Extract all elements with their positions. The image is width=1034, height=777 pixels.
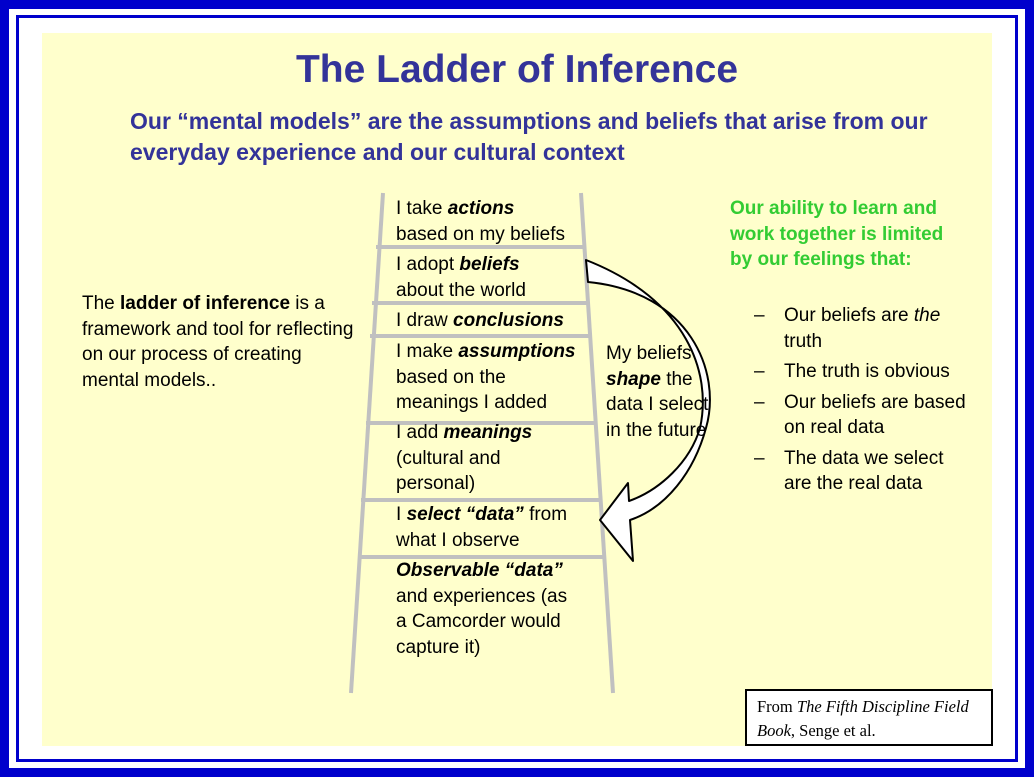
rung-text-line: a Camcorder would	[396, 611, 561, 632]
description-pre: The	[82, 293, 121, 314]
rung-beliefs: I adopt beliefs about the world	[396, 252, 526, 303]
rung-meanings: I add meanings (cultural and personal)	[396, 420, 532, 497]
list-item: – The truth is obvious	[754, 359, 974, 385]
rung-text-post: from	[523, 504, 568, 525]
rung-text-em: Observable “data”	[396, 560, 563, 581]
note-line: data I select	[606, 394, 709, 415]
note-line: in the future	[606, 419, 707, 441]
item-text: Our beliefs are	[784, 305, 914, 326]
source-post: , Senge et al.	[790, 721, 876, 740]
page-title: The Ladder of Inference	[295, 48, 739, 91]
source-pre: From	[757, 697, 797, 716]
rung-text-line: meanings I added	[396, 392, 548, 413]
list-item: – The data we select are the real data	[754, 446, 974, 497]
rung-text-line: what I observe	[396, 529, 520, 551]
item-text: The data we select are the real data	[784, 447, 944, 495]
feelings-list: – Our beliefs are the truth – The truth …	[754, 303, 974, 502]
list-item: – Our beliefs are based on real data	[754, 390, 974, 441]
bullet-dash: –	[754, 361, 765, 382]
loop-arrow	[585, 259, 711, 562]
rung-text-pre: I take	[396, 198, 448, 219]
content-panel	[42, 33, 992, 746]
loop-note: My beliefs shape the data I select in th…	[606, 341, 736, 443]
note-line: My beliefs	[606, 343, 692, 364]
source-title: The Fifth Discipline Field Book	[757, 697, 969, 740]
ladder-rail-right	[579, 192, 615, 694]
rung-text-line: personal)	[396, 473, 476, 494]
ladder-rail-left	[349, 192, 385, 694]
rung-text-pre: I add	[396, 422, 444, 443]
item-post: truth	[784, 330, 823, 352]
rung-text-em: beliefs	[459, 254, 520, 275]
rung-text-line: based on my beliefs	[396, 223, 565, 245]
rung-text-pre: I make	[396, 341, 459, 362]
rung-text-pre: I adopt	[396, 254, 460, 275]
ladder-description: The ladder of inference is a framework a…	[82, 291, 362, 393]
bullet-dash: –	[754, 447, 765, 469]
subtitle: Our “mental models” are the assumptions …	[130, 108, 928, 165]
rung-assumptions: I make assumptions based on the meanings…	[396, 339, 576, 416]
rung-text-em: meanings	[443, 422, 533, 443]
rung-text-em: conclusions	[453, 310, 564, 331]
item-text: Our beliefs are based on real data	[784, 391, 966, 439]
rung-text-pre: I	[396, 504, 407, 525]
feelings-heading: Our ability to learn and work together i…	[730, 198, 944, 270]
rung-conclusions: I draw conclusions	[396, 308, 564, 334]
rung-text-pre: I draw	[396, 310, 454, 331]
list-item: – Our beliefs are the truth	[754, 303, 974, 354]
description-post: is a framework and tool for reflecting o…	[82, 293, 354, 391]
rung-text-line: capture it)	[396, 636, 481, 658]
rung-text-em: assumptions	[458, 341, 576, 362]
rung-text-line: based on the	[396, 366, 506, 388]
rung-text-line: about the world	[396, 279, 526, 301]
source-citation: From The Fifth Discipline Field Book, Se…	[745, 689, 993, 746]
note-post: the	[660, 368, 693, 390]
description-bold: ladder of inference	[120, 293, 291, 314]
bullet-dash: –	[754, 305, 765, 326]
rung-actions: I take actions based on my beliefs	[396, 196, 565, 247]
item-em: the	[913, 305, 941, 326]
rung-select-data: I select “data” from what I observe	[396, 502, 567, 553]
rung-text-line: and experiences (as	[396, 585, 568, 607]
rung-text-em: select “data”	[406, 504, 524, 525]
rung-text-line: (cultural and	[396, 447, 501, 469]
rung-text-em: actions	[447, 198, 515, 219]
bullet-dash: –	[754, 391, 765, 413]
item-text: The truth is obvious	[784, 361, 950, 382]
rung-observable-data: Observable “data” and experiences (as a …	[396, 558, 567, 660]
note-em: shape	[606, 368, 661, 390]
